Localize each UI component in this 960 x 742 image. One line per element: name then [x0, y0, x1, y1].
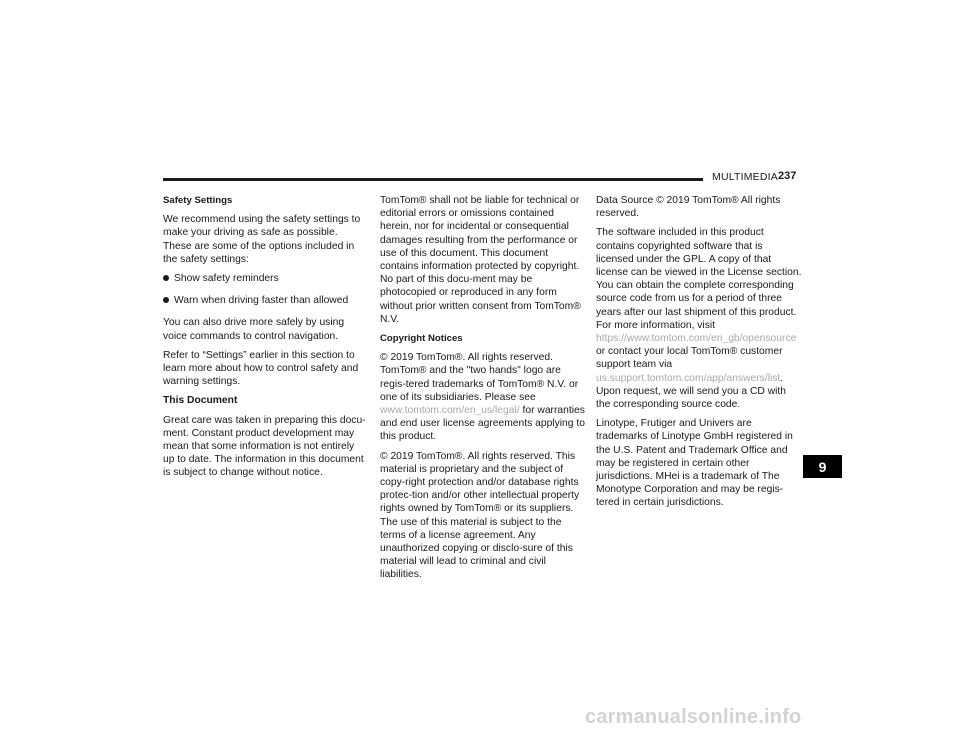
bullet-icon [163, 275, 169, 282]
watermark: carmanualsonline.info [585, 706, 802, 728]
paragraph: © 2019 TomTom®. All rights reserved. Thi… [380, 450, 580, 581]
column-left: Safety Settings We recommend using the s… [163, 194, 368, 486]
list-item-label: Warn when driving faster than allowed [174, 295, 349, 307]
heading-this-document: This Document [163, 395, 238, 407]
text: © 2019 TomTom®. All rights reserved. Tom… [380, 352, 579, 403]
heading-safety-settings: Safety Settings [163, 195, 233, 206]
text: or contact your local TomTom® customer s… [596, 346, 783, 371]
paragraph: Data Source © 2019 TomTom® All rights re… [596, 195, 781, 220]
text: for warranties and end user license agre… [380, 405, 585, 443]
text: The software included in this product co… [596, 227, 802, 331]
bullet-list: Show safety reminders Warn when driving … [163, 272, 368, 307]
paragraph: You can also drive more safely by using … [163, 317, 345, 342]
header-rule [163, 178, 703, 181]
section-title: MULTIMEDIA [712, 171, 778, 183]
support-link[interactable]: us.support.tomtom.com/app/answers/list [596, 372, 781, 384]
legal-link[interactable]: www.tomtom.com/en_us/legal/ [380, 405, 520, 417]
paragraph: The software included in this product co… [596, 226, 802, 411]
list-item: Warn when driving faster than allowed [163, 294, 368, 307]
chapter-tab: 9 [803, 455, 842, 478]
opensource-link[interactable]: https://www.tomtom.com/en_gb/opensource [596, 333, 797, 345]
paragraph: Refer to “Settings” earlier in this sect… [163, 349, 359, 388]
paragraph: We recommend using the safety settings t… [163, 214, 361, 265]
paragraph: © 2019 TomTom®. All rights reserved. Tom… [380, 351, 585, 443]
heading-copyright-notices: Copyright Notices [380, 333, 463, 345]
list-item: Show safety reminders [163, 272, 368, 285]
list-item-label: Show safety reminders [174, 273, 279, 285]
column-middle: TomTom® shall not be liable for technica… [380, 194, 585, 588]
text: . Upon request, we will send you a CD wi… [596, 372, 787, 411]
paragraph: Linotype, Frutiger and Univers are trade… [596, 418, 793, 509]
paragraph: Great care was taken in preparing this d… [163, 414, 366, 479]
column-right: Data Source © 2019 TomTom® All rights re… [596, 194, 802, 516]
paragraph: TomTom® shall not be liable for technica… [380, 195, 581, 325]
bullet-icon [163, 297, 169, 304]
page-number: 237 [778, 170, 797, 182]
